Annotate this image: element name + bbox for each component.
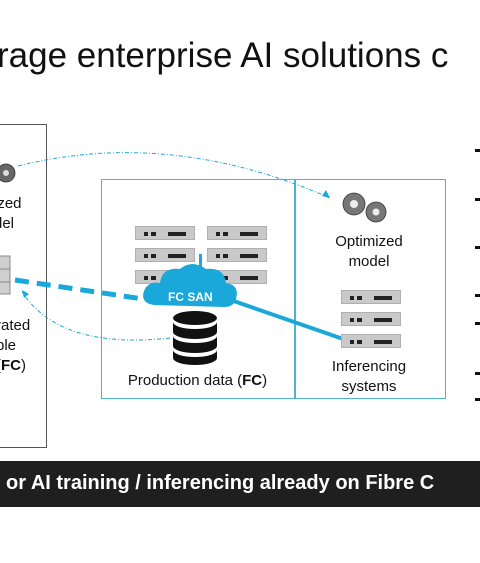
- server-icon: [341, 334, 401, 348]
- left-database-icon: [0, 252, 14, 303]
- bottom-banner: or AI training / inferencing already on …: [0, 461, 480, 507]
- server-icon: [341, 290, 401, 304]
- left-gears-icon: [0, 158, 22, 193]
- left-model-label-line2: del: [0, 215, 15, 232]
- inferencing-systems-line2: systems: [341, 378, 397, 395]
- inference-link: [224, 296, 347, 342]
- bullet-dash: [475, 149, 480, 152]
- bullet-dash: [475, 294, 480, 297]
- left-model-label: ized del: [0, 194, 34, 234]
- optimized-model-line2: model: [348, 253, 390, 270]
- server-icon: [207, 226, 267, 240]
- left-data-label-line3: (FC): [0, 357, 26, 374]
- left-data-label: rated ble (FC): [0, 316, 41, 376]
- bullet-dash: [475, 246, 480, 249]
- production-box: [101, 179, 296, 399]
- cloud-icon: [140, 257, 240, 326]
- slide-title: rage enterprise AI solutions c: [0, 36, 449, 75]
- server-icon: [135, 248, 195, 262]
- server-icon: [135, 226, 195, 240]
- server-icon: [207, 248, 267, 262]
- bullet-dash: [475, 198, 480, 201]
- inferencing-systems-line1: Inferencing: [331, 358, 407, 375]
- banner-text: or AI training / inferencing already on …: [6, 472, 435, 494]
- server-icon: [341, 312, 401, 326]
- database-icon: [171, 310, 219, 371]
- cloud-label: FC SAN: [168, 290, 213, 304]
- cloud-stem: [199, 254, 202, 278]
- bullet-dash: [475, 322, 480, 325]
- gears-icon: [338, 190, 394, 233]
- production-label: Production data (FC): [127, 372, 268, 389]
- inferencing-systems-label: Inferencing systems: [294, 357, 444, 397]
- left-link: [14, 277, 151, 303]
- optimized-model-line1: Optimized: [335, 233, 403, 250]
- bullet-dash: [475, 398, 480, 401]
- left-model-label-line1: ized: [0, 195, 22, 212]
- inferencing-box: [294, 179, 446, 399]
- left-data-label-line1: rated: [0, 317, 31, 334]
- optimized-model-label: Optimized model: [294, 232, 444, 272]
- bottom-dotted-arrow: [21, 291, 171, 341]
- left-data-label-line2: ble: [0, 337, 17, 354]
- bottom-arrowhead: [22, 290, 29, 298]
- bullet-dash: [475, 372, 480, 375]
- top-dotted-arrow: [17, 152, 331, 199]
- top-arrowhead: [322, 190, 330, 198]
